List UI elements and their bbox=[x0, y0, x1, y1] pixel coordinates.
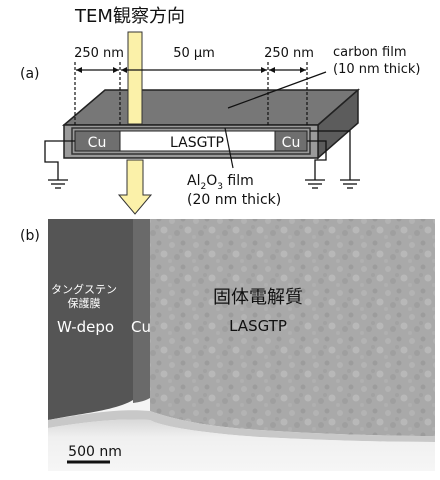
al2o3-leader bbox=[224, 127, 234, 169]
tem-direction-label: TEM観察方向 bbox=[74, 6, 185, 27]
lasgtp-strip bbox=[119, 130, 276, 152]
tungsten-label-line2: 保護膜 bbox=[68, 296, 101, 310]
scale-bar-label: 500 nm bbox=[68, 444, 122, 460]
al2o3-thickness: (20 nm thick) bbox=[187, 192, 281, 208]
ground-mid-icon bbox=[305, 140, 327, 189]
sample-edge bbox=[48, 410, 435, 442]
tem-beam-bar bbox=[127, 31, 143, 125]
panel-a-label: (a) bbox=[20, 66, 40, 82]
dimension-arrowheads bbox=[76, 67, 306, 73]
tungsten-region bbox=[48, 219, 133, 420]
vacuum-region bbox=[48, 419, 435, 471]
lasgtp-region bbox=[150, 219, 435, 436]
solid-electrolyte-label: 固体電解質 bbox=[213, 287, 303, 308]
cu-left-label: Cu bbox=[88, 135, 107, 151]
dimension-guides bbox=[74, 62, 308, 125]
cu-band bbox=[133, 219, 150, 403]
dim-left-label: 250 nm bbox=[74, 46, 124, 61]
carbon-film-thickness: (10 nm thick) bbox=[333, 62, 420, 77]
tem-beam-arrow-icon bbox=[117, 159, 153, 215]
ground-right-icon bbox=[310, 130, 360, 189]
cu-label: Cu bbox=[131, 318, 151, 336]
cu-right-label: Cu bbox=[282, 135, 301, 151]
carbon-film-leader bbox=[227, 71, 327, 109]
lasgtp-label: LASGTP bbox=[170, 135, 224, 151]
dim-right-label: 250 nm bbox=[264, 46, 314, 61]
box-top-face bbox=[61, 89, 360, 126]
tungsten-label-line1: タングステン bbox=[51, 282, 117, 296]
lasgtp-image-label: LASGTP bbox=[229, 317, 287, 335]
panel-b-label: (b) bbox=[20, 228, 40, 244]
w-depo-label: W-depo bbox=[57, 318, 114, 336]
tem-micrograph bbox=[48, 219, 435, 471]
dim-middle-label: 50 μm bbox=[173, 46, 215, 61]
al2o3-film-label: Al2O3 film bbox=[187, 173, 254, 192]
ground-left-icon bbox=[44, 140, 75, 189]
carbon-film-label: carbon film bbox=[333, 45, 407, 60]
